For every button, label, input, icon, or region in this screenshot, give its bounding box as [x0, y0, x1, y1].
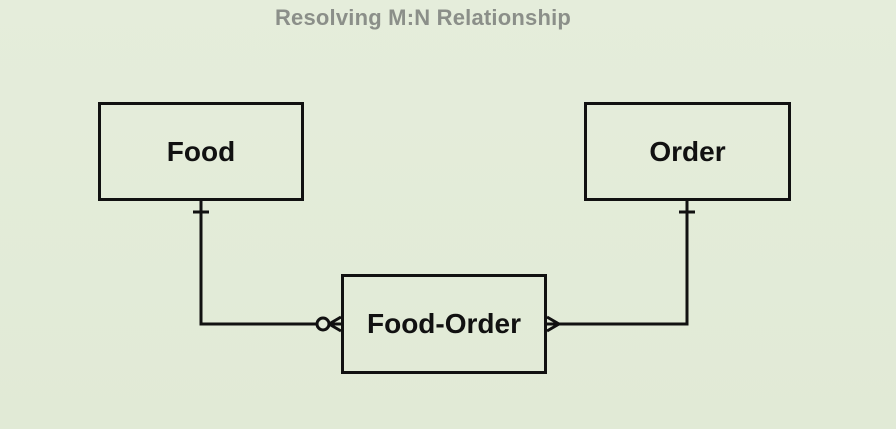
connector-line-order [547, 201, 689, 326]
relationship-food-to-food-order [193, 201, 342, 333]
crows-foot-lower-food-order-right [546, 322, 560, 333]
entity-order[interactable]: Order [584, 102, 791, 201]
connector-line-food [199, 201, 341, 326]
entity-food[interactable]: Food [98, 102, 304, 201]
zero-cardinality-circle [315, 316, 331, 332]
crows-foot-lower-food-order-left [328, 322, 342, 333]
crows-foot-upper-food-order-right [546, 315, 560, 326]
entity-order-label: Order [649, 135, 726, 167]
entity-food-label: Food [166, 135, 236, 167]
crows-foot-upper-food-order-left [328, 315, 342, 326]
diagram-title: Resolving M:N Relationship [274, 5, 572, 30]
relationship-order-to-food-order [546, 201, 695, 333]
entity-food-order[interactable]: Food-Order [341, 274, 547, 374]
entity-food-order-label: Food-Order [367, 308, 521, 339]
